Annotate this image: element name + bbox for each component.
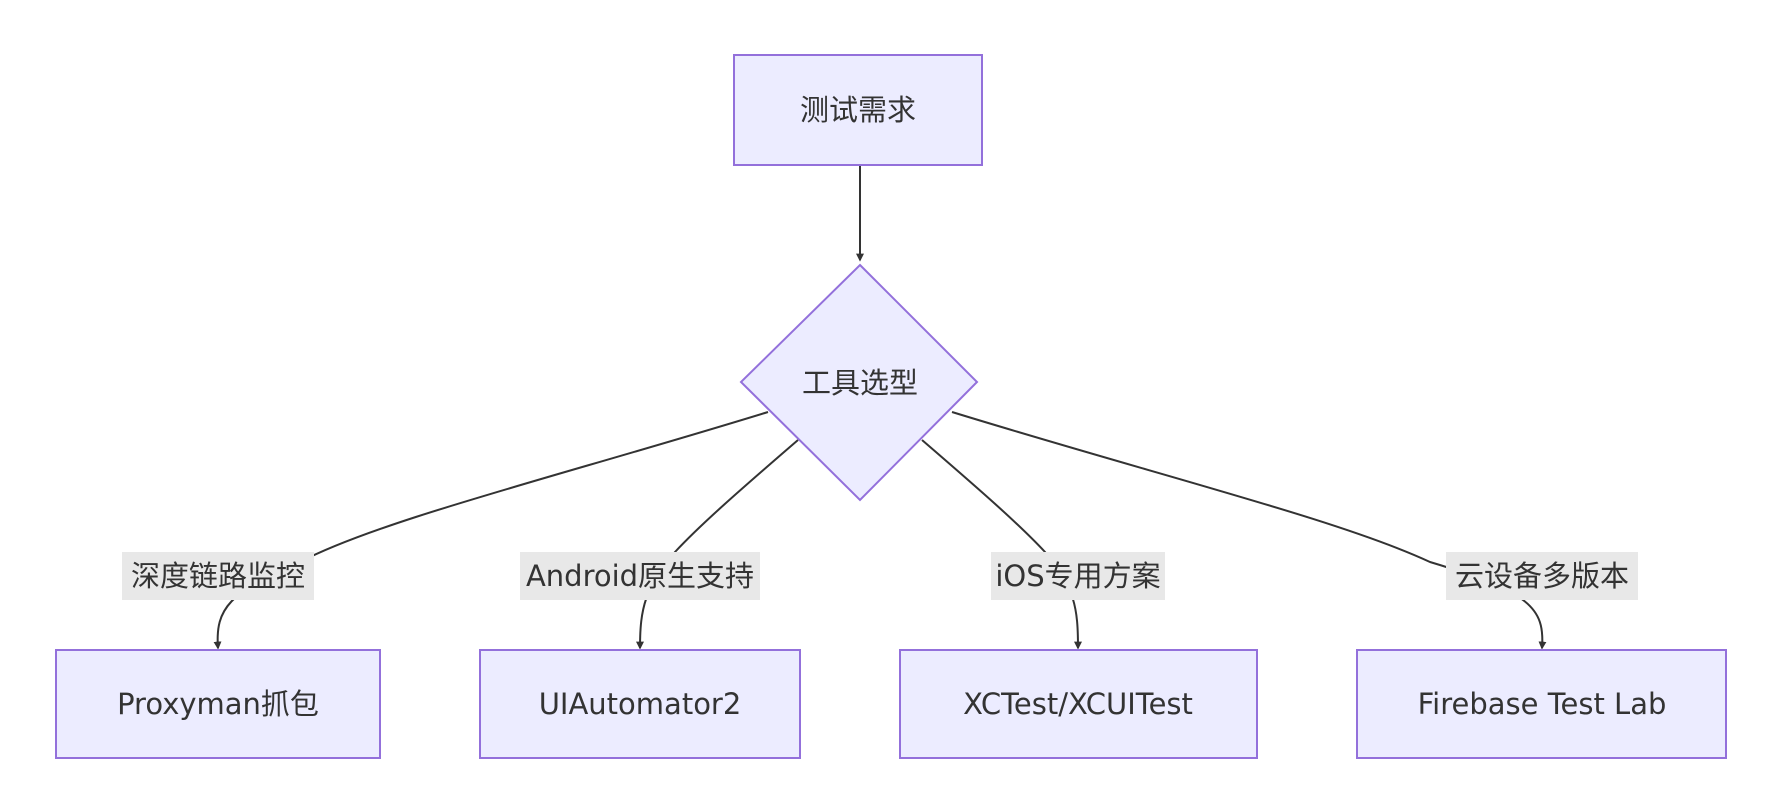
edge-label-android-native: Android原生支持: [520, 552, 760, 600]
node-proxyman[interactable]: Proxyman抓包: [55, 649, 381, 759]
edge-label-text: 深度链路监控: [131, 559, 305, 593]
node-label: UIAutomator2: [539, 687, 742, 721]
edge-label-background: [520, 552, 760, 600]
edge-label-ios-solution: iOS专用方案: [991, 552, 1165, 600]
edge-decision-to-proxyman: [213, 411, 769, 650]
node-label: XCTest/XCUITest: [963, 687, 1193, 721]
edge-decision-to-xctest: [921, 439, 1082, 650]
node-tool-selection[interactable]: 工具选型: [739, 263, 979, 502]
decision-diamond: [739, 263, 979, 502]
node-shape: [55, 649, 381, 759]
nodes: 测试需求 工具选型 Proxyman抓包 UIAutomator2 XCTest…: [55, 54, 1727, 759]
edge-decision-to-firebase: [951, 411, 1547, 650]
node-shape: [733, 54, 983, 166]
edge-label-text: Android原生支持: [526, 559, 754, 593]
edge-label-text: 云设备多版本: [1455, 559, 1629, 593]
node-xctest[interactable]: XCTest/XCUITest: [899, 649, 1258, 759]
edge-label-text: iOS专用方案: [995, 559, 1160, 593]
node-shape: [899, 649, 1258, 759]
edge-label-deep-link-monitoring: 深度链路监控: [122, 552, 314, 600]
node-label: Firebase Test Lab: [1418, 687, 1667, 721]
node-label: 工具选型: [802, 366, 918, 400]
edge-label-background: [991, 552, 1165, 600]
edge-label-cloud-devices: 云设备多版本: [1446, 552, 1638, 600]
edge-labels: 深度链路监控 Android原生支持 iOS专用方案 云设备多版本: [122, 552, 1638, 600]
node-firebase-test-lab[interactable]: Firebase Test Lab: [1356, 649, 1727, 759]
edges: [213, 165, 1547, 650]
node-label: 测试需求: [800, 93, 916, 127]
node-shape: [1356, 649, 1727, 759]
node-uiautomator2[interactable]: UIAutomator2: [479, 649, 801, 759]
edge-decision-to-uiautomator: [636, 439, 799, 650]
edge-label-background: [1446, 552, 1638, 600]
node-shape: [479, 649, 801, 759]
edge-label-background: [122, 552, 314, 600]
node-test-requirements[interactable]: 测试需求: [733, 54, 983, 166]
node-label: Proxyman抓包: [117, 687, 319, 721]
